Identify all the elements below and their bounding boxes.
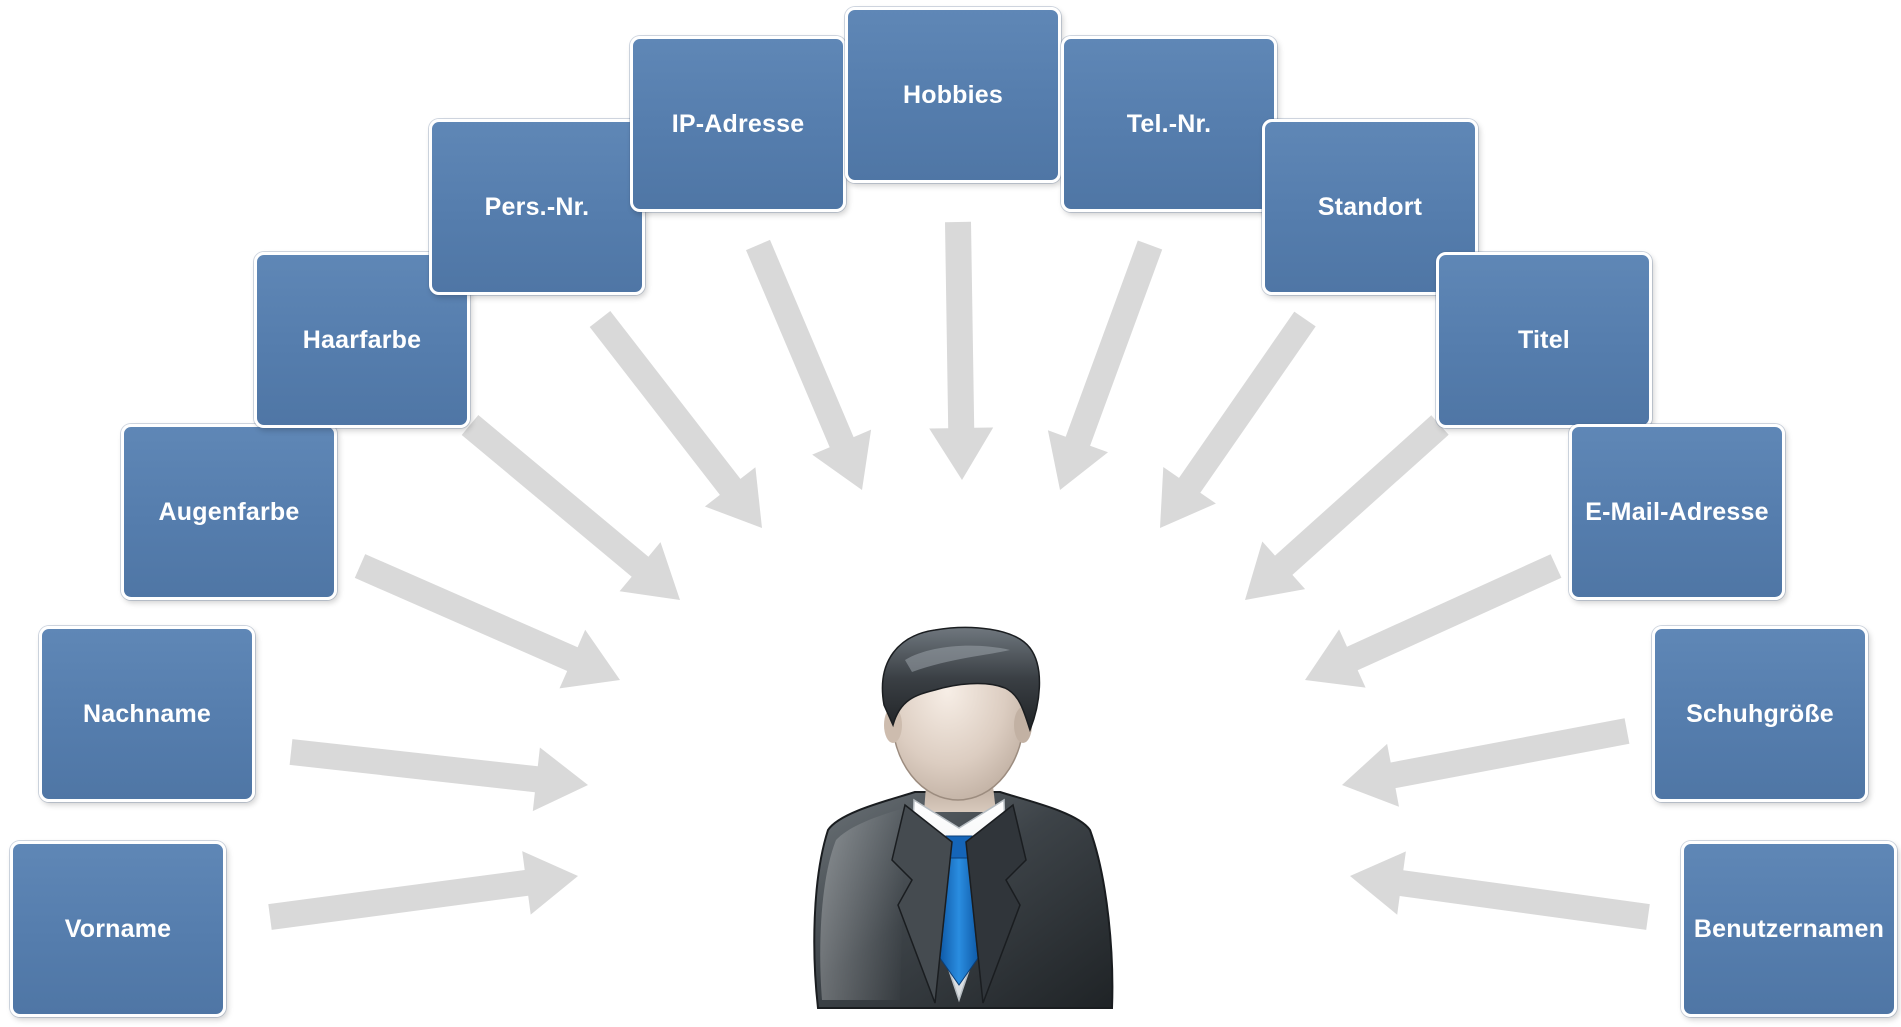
attribute-box-titel: Titel [1436,252,1652,428]
attribute-label: Benutzernamen [1693,914,1885,943]
arrow-ip-adresse [746,239,872,490]
attribute-label: Haarfarbe [302,325,422,354]
arrow-benutzernamen [1350,851,1650,930]
arrow-haarfarbe [461,415,680,600]
attribute-box-tel-nr: Tel.-Nr. [1061,36,1277,212]
attribute-label: Titel [1518,325,1570,354]
arrow-e-mail-adresse [1305,554,1562,688]
arrow-titel [1245,415,1449,600]
attribute-label: Standort [1317,192,1423,221]
arrow-standort [1160,311,1316,528]
attribute-box-benutzernamen: Benutzernamen [1681,841,1897,1017]
attribute-label: E-Mail-Adresse [1585,497,1769,526]
arrow-pers-nr [589,311,762,528]
attribute-box-haarfarbe: Haarfarbe [254,252,470,428]
attribute-box-ip-adresse: IP-Adresse [630,36,846,212]
arrow-tel-nr [1047,240,1163,490]
attribute-label: Tel.-Nr. [1126,109,1212,138]
attribute-box-vorname: Vorname [10,841,226,1017]
arrow-nachname [289,739,588,812]
lapel-left [891,803,953,1004]
attribute-label: IP-Adresse [671,109,805,138]
attribute-box-pers-nr: Pers.-Nr. [429,119,645,295]
attribute-box-e-mail-adresse: E-Mail-Adresse [1569,424,1785,600]
arrow-hobbies [929,221,994,481]
arrow-schuhgroesse [1342,718,1630,807]
attribute-box-nachname: Nachname [39,626,255,802]
lapel-right [965,803,1027,1004]
attribute-box-augenfarbe: Augenfarbe [121,424,337,600]
attribute-label: Vorname [64,914,172,943]
attribute-label: Augenfarbe [158,497,300,526]
attribute-label: Schuhgröße [1686,699,1834,728]
hair-highlight [905,645,1010,672]
arrow-augenfarbe [354,554,620,689]
attribute-box-hobbies: Hobbies [845,7,1061,183]
attribute-label: Nachname [82,699,212,728]
suit-highlight [820,808,905,1000]
attribute-box-schuhgroesse: Schuhgröße [1652,626,1868,802]
arrow-vorname [268,851,578,930]
attribute-label: Pers.-Nr. [484,192,590,221]
attribute-label: Hobbies [902,80,1004,109]
